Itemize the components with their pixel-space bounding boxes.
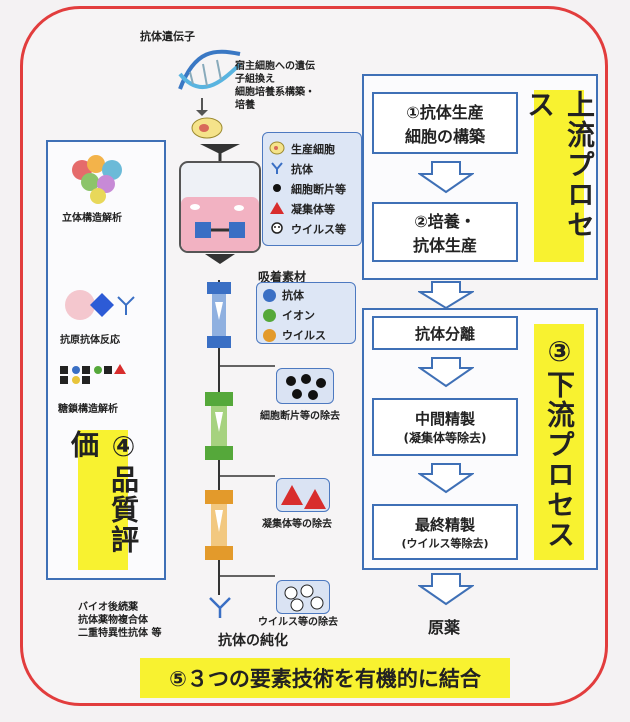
down-arrow-icon xyxy=(418,281,474,310)
aggregate-box xyxy=(276,478,330,512)
legend-item: ウイルス等 xyxy=(269,219,355,239)
down-arrow-icon xyxy=(418,463,474,494)
culture-production-box: ②培養・ 抗体生産 xyxy=(372,202,518,262)
final-purification-box: 最終精製 (ウイルス等除去) xyxy=(372,504,518,560)
adsorbent-label: イオン xyxy=(282,309,315,322)
cell-fragment-removal-label: 細胞断片等の除去 xyxy=(260,411,340,422)
legend-item: 細胞断片等 xyxy=(269,179,355,199)
adsorbent-label: ウイルス xyxy=(282,329,326,342)
red-triangle-icon xyxy=(269,201,285,218)
antibody-cell-construction-box: ①抗体生産 細胞の構築 xyxy=(372,92,518,154)
bioreactor-icon xyxy=(179,144,261,264)
antigen-antibody-icon xyxy=(65,290,135,320)
upstream-step1-line1: ①抗体生産 xyxy=(406,103,484,122)
legend-label: 凝集体等 xyxy=(291,203,335,216)
steps-line3: 細胞培養系構築・ xyxy=(235,87,315,98)
component-legend: 生産細胞 抗体 細胞断片等 凝集体等 ウイルス等 xyxy=(262,132,362,246)
steps-line2: 子組換え xyxy=(235,74,275,85)
sugar-chain-icon xyxy=(60,364,126,384)
intermediate-purification-box: 中間精製 (凝集体等除去) xyxy=(372,398,518,456)
adsorbent-item: ウイルス xyxy=(263,325,349,345)
protein-structure-icon xyxy=(72,155,122,204)
red-triangles-icon xyxy=(281,485,326,509)
virus-box xyxy=(276,580,330,614)
legend-item: 生産細胞 xyxy=(269,139,355,159)
culture-steps: 宿主細胞への遺伝 子組換え 細胞培養系構築・ 培養 xyxy=(235,60,355,112)
down-arrow-icon xyxy=(418,357,474,388)
down-arrow-icon xyxy=(418,573,474,606)
aggregate-removal-label: 凝集体等の除去 xyxy=(262,519,332,530)
black-dots-icon xyxy=(286,374,326,400)
steps-line4: 培養 xyxy=(235,100,255,111)
legend-label: ウイルス等 xyxy=(291,223,346,236)
green-dot-icon xyxy=(263,308,276,322)
drug-substance-label: 原薬 xyxy=(428,618,461,637)
purification-label: 抗体の純化 xyxy=(218,633,288,649)
blue-dot-icon xyxy=(263,288,276,302)
downstream-step3-line2: (ウイルス等除去) xyxy=(401,536,489,550)
legend-item: 抗体 xyxy=(269,159,355,179)
adsorbent-legend: 抗体 イオン ウイルス xyxy=(256,282,356,344)
upstream-step2-line2: 抗体生産 xyxy=(412,236,477,255)
legend-label: 細胞断片等 xyxy=(291,183,346,196)
antibody-icon xyxy=(269,161,285,178)
producer-cell-icon xyxy=(269,141,285,158)
integration-banner: ⑤３つの要素技術を有機的に結合 xyxy=(140,658,510,698)
legend-item: 凝集体等 xyxy=(269,199,355,219)
adsorbent-title: 吸着素材 xyxy=(258,270,307,284)
purified-antibody-icon xyxy=(209,597,231,618)
black-dot-icon xyxy=(269,181,285,198)
host-cell-icon xyxy=(191,98,223,139)
antigen-reaction-label: 抗原抗体反応 xyxy=(60,335,120,346)
biosimilar-label: バイオ後続薬 xyxy=(78,602,138,613)
orange-dot-icon xyxy=(263,328,276,342)
bispecific-label: 二重特異性抗体 等 xyxy=(78,628,162,639)
gene-label: 抗体遺伝子 xyxy=(140,30,195,43)
downstream-step3-line1: 最終精製 xyxy=(414,515,475,534)
chromatography-columns xyxy=(205,280,275,595)
virus-icon xyxy=(269,221,285,238)
upstream-step1-line2: 細胞の構築 xyxy=(404,127,485,146)
downstream-banner: ③下流プロセス xyxy=(534,324,584,560)
adsorbent-item: 抗体 xyxy=(263,285,349,305)
dna-icon xyxy=(178,49,242,90)
upstream-step2-line1: ②培養・ xyxy=(414,212,476,231)
viruses-icon xyxy=(284,584,324,612)
downstream-step2-line2: (凝集体等除去) xyxy=(403,431,487,445)
steps-line1: 宿主細胞への遺伝 xyxy=(235,61,315,72)
legend-label: 生産細胞 xyxy=(291,143,335,156)
legend-label: 抗体 xyxy=(291,163,313,176)
upstream-banner: 上流プロセス xyxy=(523,90,596,262)
antibody-column xyxy=(207,282,231,348)
adsorbent-item: イオン xyxy=(263,305,349,325)
quality-evaluation-banner: ④品質評価 xyxy=(67,430,140,570)
down-arrow-icon xyxy=(418,161,474,194)
structure-analysis-label: 立体構造解析 xyxy=(62,213,122,224)
antibody-separation-box: 抗体分離 xyxy=(372,316,518,350)
virus-removal-label: ウイルス等の除去 xyxy=(258,617,338,628)
downstream-step2-line1: 中間精製 xyxy=(414,410,475,428)
adsorbent-label: 抗体 xyxy=(282,289,304,302)
adc-label: 抗体薬物複合体 xyxy=(78,615,148,626)
sugar-analysis-label: 糖鎖構造解析 xyxy=(58,404,118,415)
cell-fragment-box xyxy=(276,368,334,404)
